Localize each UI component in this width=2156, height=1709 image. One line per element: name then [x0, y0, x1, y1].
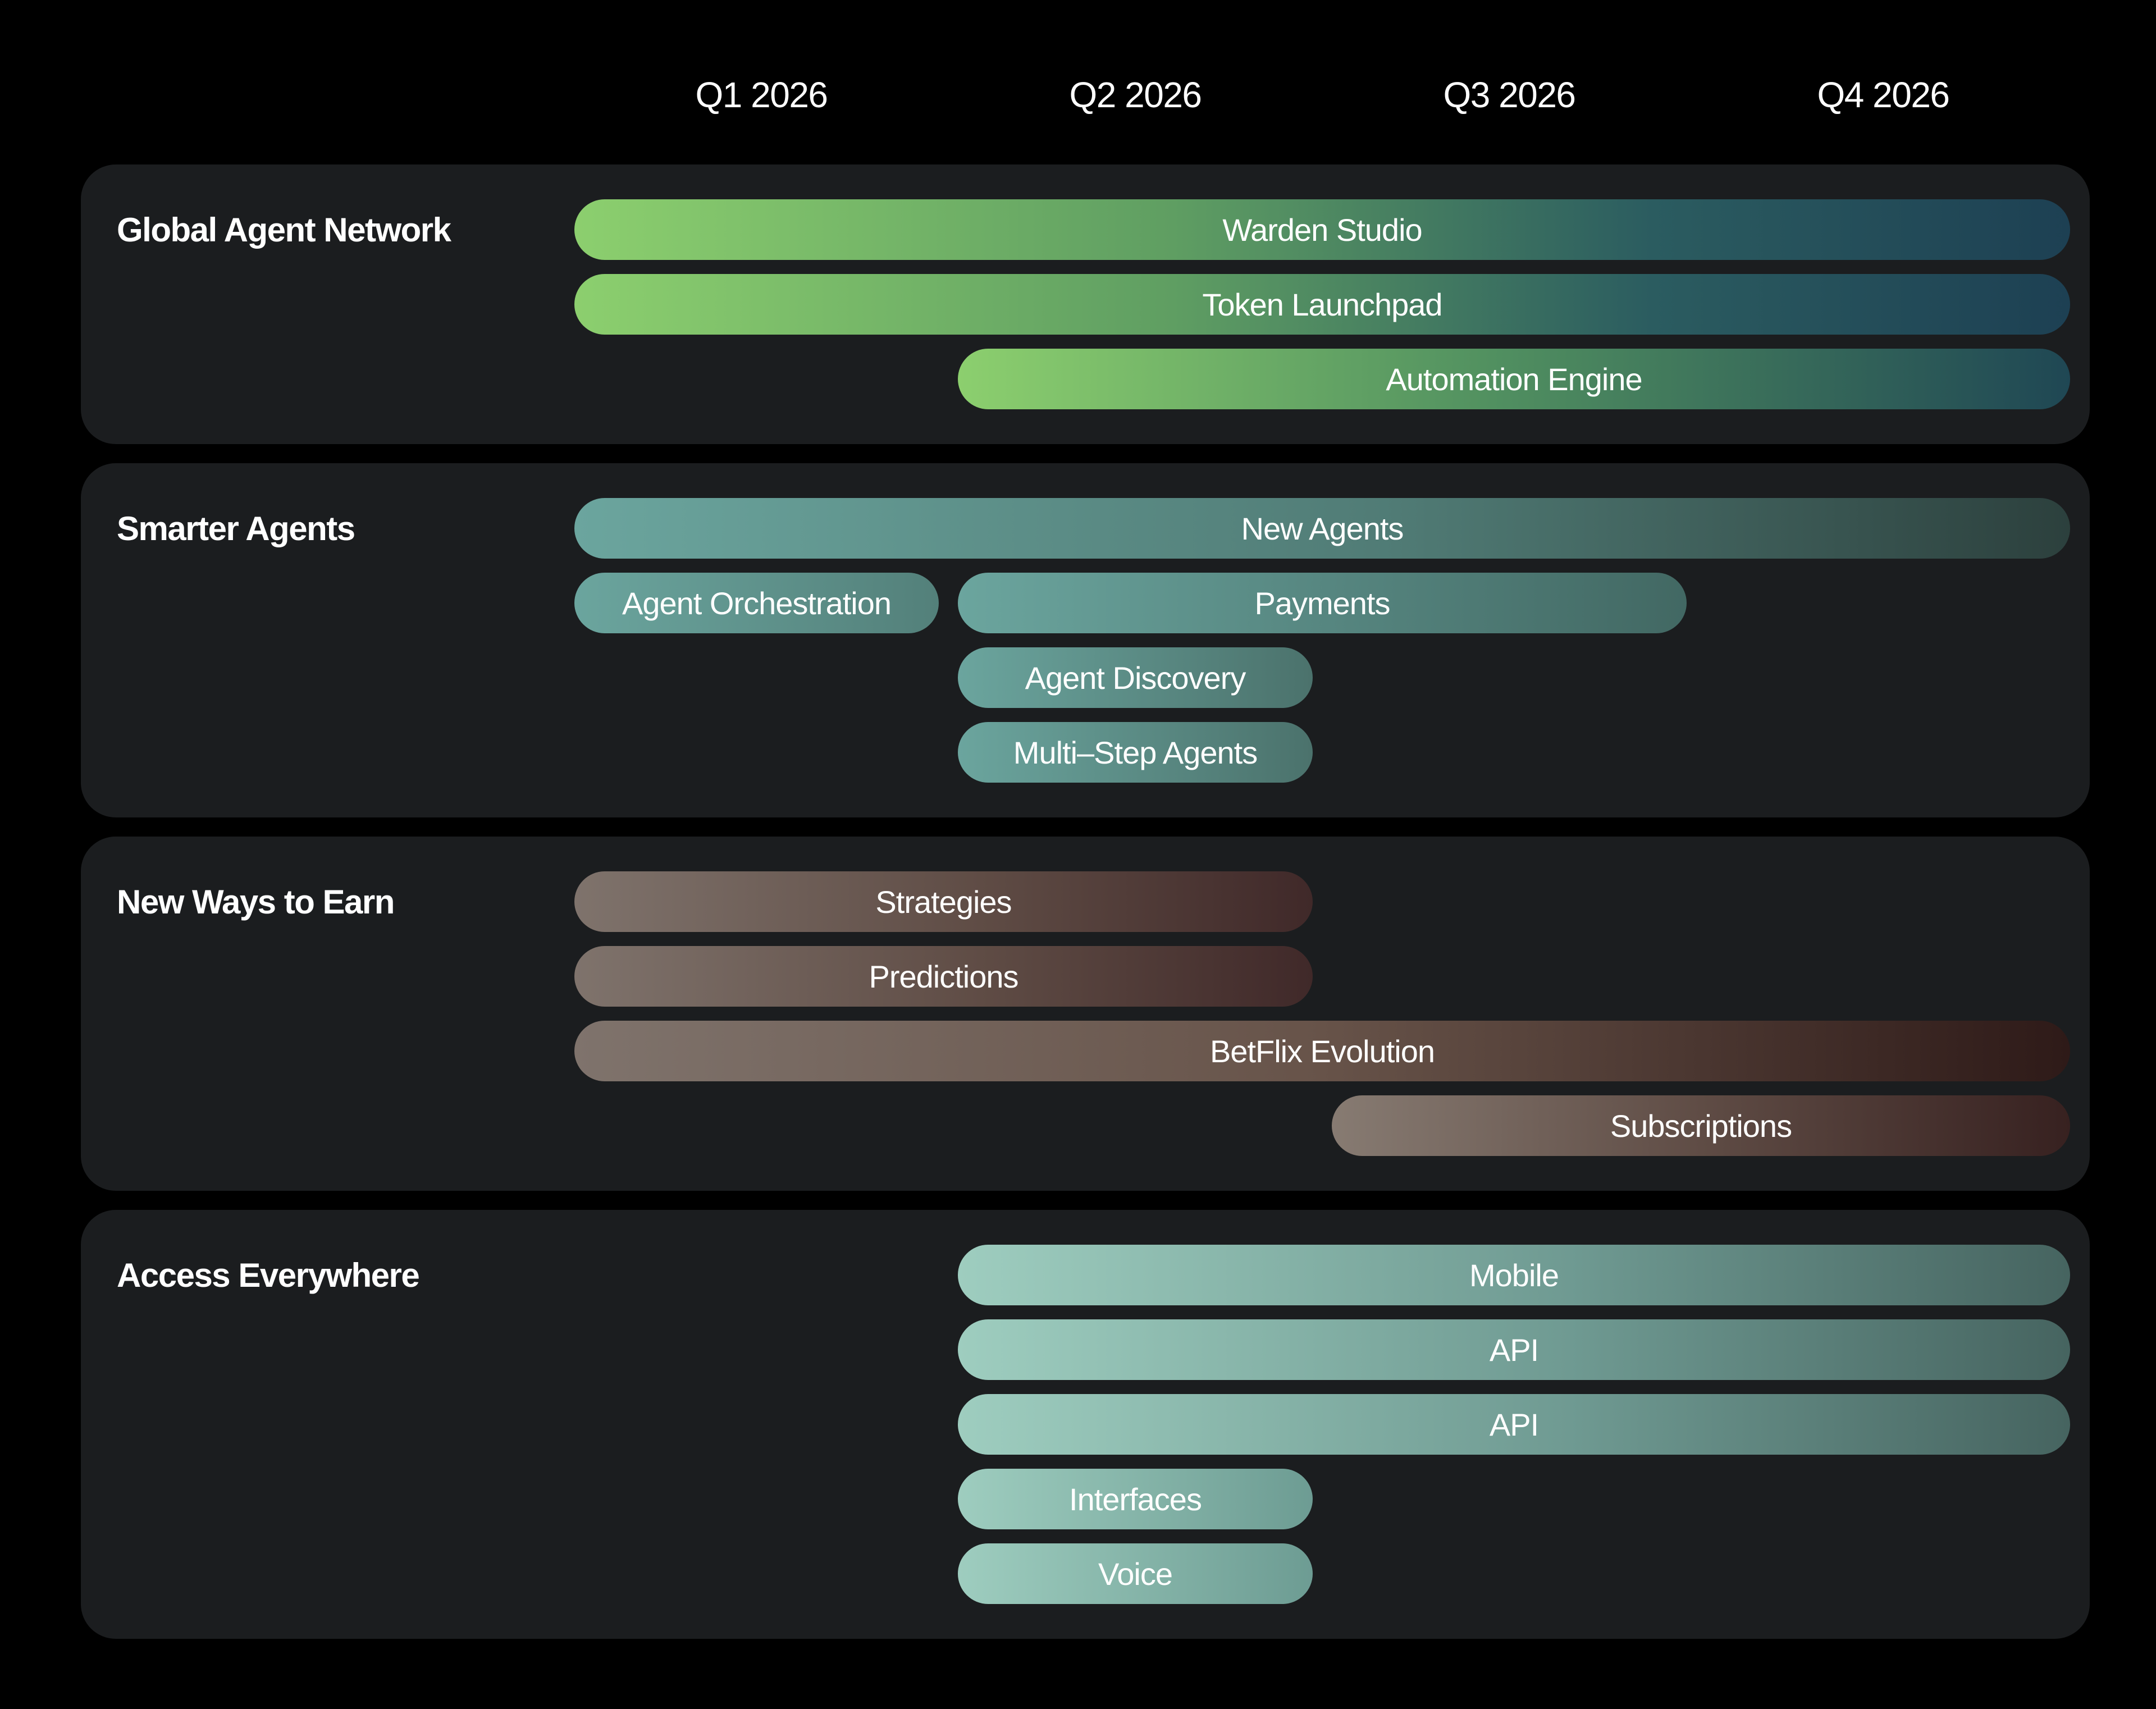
bar-label: Multi–Step Agents	[1013, 734, 1258, 770]
bar-label: Strategies	[875, 884, 1012, 920]
roadmap-row: Multi–Step Agents	[81, 722, 2090, 783]
bar-label: Warden Studio	[1222, 212, 1422, 248]
roadmap-row: Warden Studio	[81, 199, 2090, 260]
bar-label: Payments	[1254, 585, 1391, 621]
bar-label: Interfaces	[1069, 1481, 1202, 1517]
roadmap-row: Subscriptions	[81, 1095, 2090, 1156]
roadmap-bar: Token Launchpad	[574, 274, 2070, 335]
roadmap-row: New Agents	[81, 498, 2090, 559]
roadmap-bar: Multi–Step Agents	[958, 722, 1313, 783]
bar-label: BetFlix Evolution	[1209, 1033, 1435, 1069]
roadmap-bar: Strategies	[574, 871, 1313, 932]
bar-label: Mobile	[1469, 1257, 1559, 1293]
roadmap-bar: Automation Engine	[958, 349, 2070, 409]
roadmap-bar: API	[958, 1394, 2070, 1455]
roadmap-row: API	[81, 1394, 2090, 1455]
roadmap-row: API	[81, 1319, 2090, 1380]
roadmap-row: Token Launchpad	[81, 274, 2090, 335]
bar-label: Token Launchpad	[1202, 286, 1442, 322]
bar-label: Predictions	[869, 958, 1018, 994]
roadmap-bar: API	[958, 1319, 2070, 1380]
roadmap-bar: Voice	[958, 1543, 1313, 1604]
roadmap-bar: New Agents	[574, 498, 2070, 559]
roadmap-bar: Payments	[958, 573, 1687, 633]
section-title: Global Agent Network	[117, 211, 451, 249]
quarter-label-q4: Q4 2026	[1817, 75, 1950, 115]
timeline-header: Q1 2026 Q2 2026 Q3 2026 Q4 2026	[0, 75, 2156, 115]
roadmap-row: Interfaces	[81, 1469, 2090, 1529]
bar-label: API	[1489, 1406, 1539, 1442]
roadmap-row: BetFlix Evolution	[81, 1021, 2090, 1081]
roadmap-bar: Subscriptions	[1332, 1095, 2070, 1156]
quarter-label-q1: Q1 2026	[695, 75, 828, 115]
roadmap-bar: Predictions	[574, 946, 1313, 1007]
roadmap-bar: Interfaces	[958, 1469, 1313, 1529]
roadmap-row: Mobile	[81, 1245, 2090, 1305]
bar-label: New Agents	[1241, 510, 1404, 546]
bar-label: Automation Engine	[1386, 361, 1642, 397]
roadmap-row: Strategies	[81, 871, 2090, 932]
quarter-label-q2: Q2 2026	[1069, 75, 1202, 115]
roadmap-bar: Warden Studio	[574, 199, 2070, 260]
section-title: New Ways to Earn	[117, 883, 395, 921]
roadmap-bar: BetFlix Evolution	[574, 1021, 2070, 1081]
section-title: Smarter Agents	[117, 509, 355, 547]
roadmap-bar: Mobile	[958, 1245, 2070, 1305]
section-title: Access Everywhere	[117, 1256, 420, 1294]
roadmap-bar: Agent Orchestration	[574, 573, 939, 633]
roadmap-row: Agent Discovery	[81, 647, 2090, 708]
bar-label: Agent Discovery	[1025, 660, 1246, 696]
bar-label: Voice	[1098, 1556, 1173, 1592]
bar-label: Subscriptions	[1610, 1108, 1792, 1144]
bar-label: Agent Orchestration	[622, 585, 892, 621]
roadmap-bar: Agent Discovery	[958, 647, 1313, 708]
bar-label: API	[1489, 1332, 1539, 1368]
roadmap-row: Agent Orchestration Payments	[81, 573, 2090, 633]
roadmap-row: Predictions	[81, 946, 2090, 1007]
quarter-label-q3: Q3 2026	[1443, 75, 1576, 115]
roadmap-row: Voice	[81, 1543, 2090, 1604]
roadmap-row: Automation Engine	[81, 349, 2090, 409]
